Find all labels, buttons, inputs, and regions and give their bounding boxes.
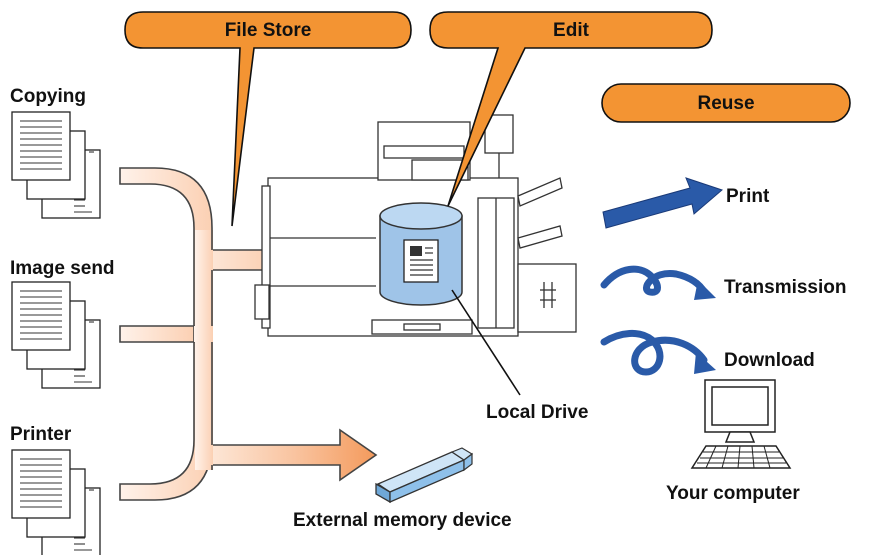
local-drive-label: Local Drive xyxy=(486,402,589,423)
edit-label: Edit xyxy=(553,20,589,41)
transmission-label: Transmission xyxy=(724,277,847,298)
download-arrow-icon xyxy=(600,330,716,376)
printer-label: Printer xyxy=(10,424,72,445)
arrow-to-external-memory xyxy=(211,428,378,482)
reuse-label: Reuse xyxy=(697,93,755,114)
external-memory-label: External memory device xyxy=(293,510,512,531)
file-store-label: File Store xyxy=(224,20,312,41)
multifunction-printer-icon xyxy=(254,114,577,337)
local-drive-cylinder-icon xyxy=(379,202,463,306)
copying-doc-stack-icon xyxy=(11,111,101,219)
usb-stick-icon xyxy=(375,447,474,504)
printer-doc-stack-icon xyxy=(11,449,101,555)
edit-callout xyxy=(429,11,713,207)
your-computer-label: Your computer xyxy=(666,483,800,504)
print-arrow-icon xyxy=(602,177,723,229)
transmission-arrow-icon xyxy=(600,265,716,300)
image-send-doc-stack-icon xyxy=(11,281,101,389)
local-drive-leader-line xyxy=(451,289,521,396)
download-label: Download xyxy=(724,350,815,371)
desktop-computer-icon xyxy=(690,379,792,469)
print-label: Print xyxy=(726,186,770,207)
reuse-callout xyxy=(601,83,851,123)
image-send-label: Image send xyxy=(10,258,115,279)
file-store-callout xyxy=(124,11,412,227)
copying-label: Copying xyxy=(10,86,86,107)
